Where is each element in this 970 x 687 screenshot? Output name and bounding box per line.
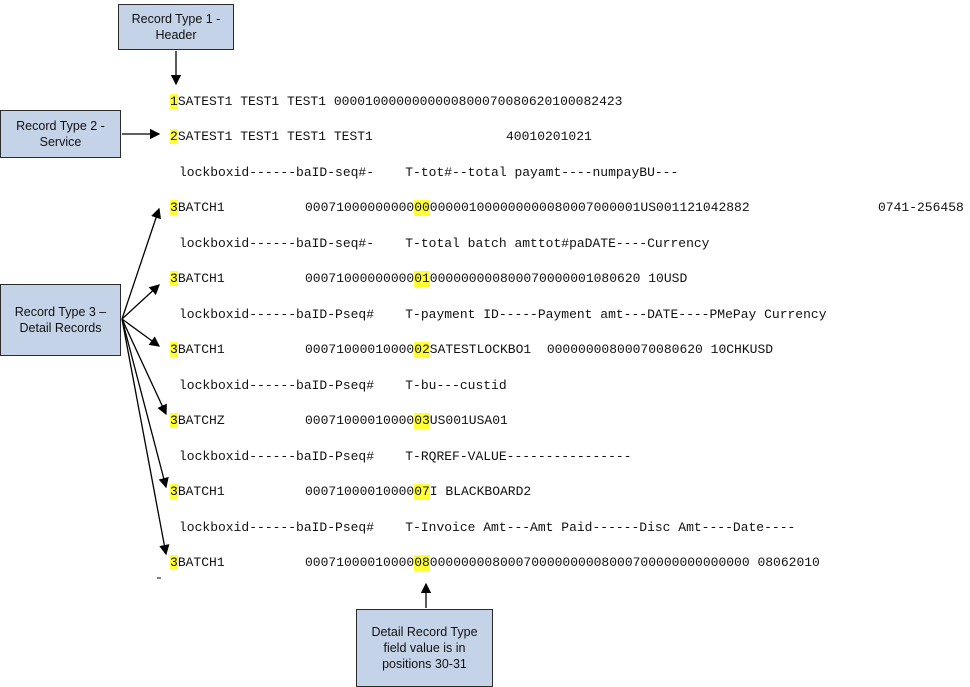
- arrow-detail-2: [121, 284, 160, 320]
- record-type-marker: 2: [170, 129, 178, 144]
- callout-record-type-3: Record Type 3 – Detail Records: [0, 284, 121, 356]
- arrow-detail-3: [121, 318, 161, 347]
- batch-sequence: 00071000000000: [305, 200, 415, 215]
- field-legend: lockboxid------baID-Pseq# T-Invoice Amt-…: [179, 520, 796, 535]
- field-legend: lockboxid------baID-Pseq# T-payment ID--…: [179, 307, 827, 322]
- record-type-marker: 3: [170, 200, 178, 215]
- record-line: lockboxid------baID-seq#- T-tot#--total …: [179, 165, 678, 181]
- record-line: lockboxid------baID-Pseq# T-Invoice Amt-…: [179, 520, 795, 536]
- batch-sequence: 00071000000000: [305, 271, 415, 286]
- batch-id: BATCH1: [177, 271, 225, 286]
- detail-record-type: 08: [414, 555, 430, 571]
- record-type-marker: 1: [170, 94, 178, 109]
- batch-sequence: 00071000010000: [305, 413, 415, 428]
- record-type-marker: 3: [170, 555, 178, 570]
- record-type-marker: 3: [170, 413, 178, 428]
- batch-id: BATCH1: [177, 555, 225, 570]
- record-type-marker: 3: [170, 342, 178, 357]
- record-data: 000000000800070000001080620 10USD: [429, 271, 688, 286]
- record-line: lockboxid------baID-Pseq# T-bu---custid: [179, 378, 507, 394]
- detail-record-type: 02: [414, 342, 430, 358]
- batch-sequence: 00071000010000: [305, 484, 415, 499]
- record-line: 1SATEST1 TEST1 TEST1 0000100000000000800…: [170, 94, 623, 110]
- detail-record-type: 00: [414, 200, 430, 216]
- record-line: 2SATEST1 TEST1 TEST1 TEST1 40010201021: [170, 129, 592, 145]
- record-data: 0000000080007000000000800070000000000000…: [429, 555, 820, 570]
- batch-id: BATCH1: [177, 484, 225, 499]
- arrow-detail-4: [121, 318, 167, 416]
- callout-position: Detail Record Type field value is in pos…: [356, 609, 493, 687]
- detail-record-type: 01: [414, 271, 430, 287]
- record-data: SATEST1 TEST1 TEST1 00001000000000008000…: [177, 94, 623, 109]
- field-legend: lockboxid------baID-Pseq# T-RQREF-VALUE-…: [179, 449, 632, 464]
- batch-sequence: 00071000010000: [305, 342, 415, 357]
- batch-id: BATCH1: [177, 200, 225, 215]
- record-data: I BLACKBOARD2: [429, 484, 532, 499]
- batch-id: BATCH1: [177, 342, 225, 357]
- arrow-detail-6: [121, 318, 170, 556]
- record-extra: 40010201021: [506, 129, 592, 144]
- record-data: US001USA01: [429, 413, 508, 428]
- callout-record-type-2: Record Type 2 - Service: [0, 110, 121, 158]
- field-legend: lockboxid------baID-Pseq# T-bu---custid: [179, 378, 507, 393]
- batch-sequence: 00071000010000: [305, 555, 415, 570]
- field-legend: lockboxid------baID-seq#- T-total batch …: [179, 236, 710, 251]
- record-data: SATEST1 TEST1 TEST1 TEST1: [177, 129, 373, 144]
- record-data: 000001000000000080007000001US00112104288…: [429, 200, 750, 215]
- record-data: SATESTLOCKBO1 00000000800070080620 10CHK…: [429, 342, 774, 357]
- batch-id: BATCHZ: [177, 413, 225, 428]
- record-type-marker: 3: [170, 271, 178, 286]
- record-line: lockboxid------baID-Pseq# T-RQREF-VALUE-…: [179, 449, 631, 465]
- field-legend: lockboxid------baID-seq#- T-tot#--total …: [179, 165, 679, 180]
- record-type-marker: 3: [170, 484, 178, 499]
- callout-record-type-1: Record Type 1 - Header: [118, 4, 234, 50]
- arrow-detail-1: [121, 207, 162, 320]
- record-line: lockboxid------baID-Pseq# T-payment ID--…: [179, 307, 827, 323]
- detail-record-type: 07: [414, 484, 430, 500]
- detail-record-type: 03: [414, 413, 430, 429]
- record-extra: 0741-256458: [878, 200, 964, 215]
- record-line: lockboxid------baID-seq#- T-total batch …: [179, 236, 710, 252]
- arrow-detail-5: [121, 318, 169, 489]
